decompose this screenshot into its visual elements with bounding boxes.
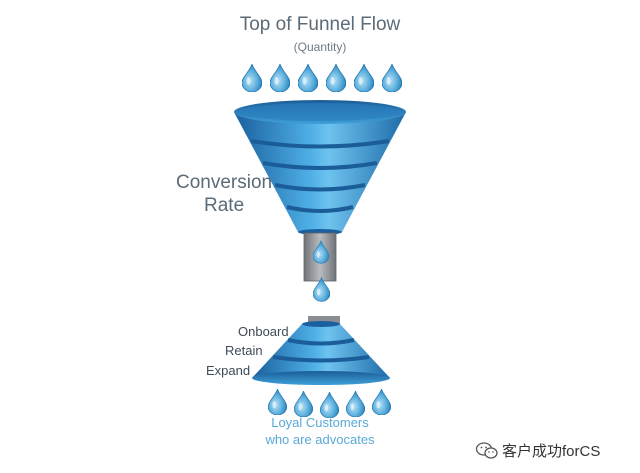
- watermark-text: 客户成功forCS: [502, 443, 601, 460]
- wechat-icon: [476, 441, 498, 459]
- conversion-label-line2: Rate: [204, 195, 245, 216]
- funnel-band: [286, 205, 354, 213]
- water-drop-icon: [346, 391, 365, 417]
- bottom-drops: [268, 389, 391, 418]
- stage-label-retain: Retain: [225, 343, 263, 358]
- bottom-funnel: [252, 316, 390, 385]
- water-drop-icon: [382, 64, 402, 92]
- funnel-rim: [252, 371, 390, 385]
- water-drop-icon: [242, 64, 262, 92]
- top-funnel: [234, 100, 406, 235]
- funnel-band: [287, 338, 355, 346]
- funnel-band: [274, 183, 366, 192]
- funnel-band: [250, 139, 390, 149]
- water-drop-icon: [372, 389, 391, 415]
- water-drop-icon: [270, 64, 290, 92]
- watermark: 客户成功forCS: [476, 440, 600, 461]
- water-drop-icon: [326, 64, 346, 92]
- stage-label-expand: Expand: [206, 363, 251, 378]
- funnel-neck: [303, 232, 337, 282]
- water-drop-icon: [298, 64, 318, 92]
- diagram-subtitle: (Quantity): [293, 40, 347, 54]
- bottom-label-line2: who are advocates: [265, 432, 375, 447]
- stage-label-onboard: Onboard: [238, 324, 289, 339]
- funnel-band: [262, 161, 378, 170]
- water-drop-icon: [354, 64, 374, 92]
- funnel-band: [272, 355, 370, 363]
- top-drops: [242, 64, 402, 92]
- bottom-label: Loyal Customers: [271, 415, 369, 430]
- conversion-label: Conversion: [176, 172, 273, 193]
- water-drop-icon: [294, 391, 313, 417]
- diagram-title: Top of Funnel Flow: [239, 14, 401, 35]
- water-drop-icon: [268, 389, 287, 415]
